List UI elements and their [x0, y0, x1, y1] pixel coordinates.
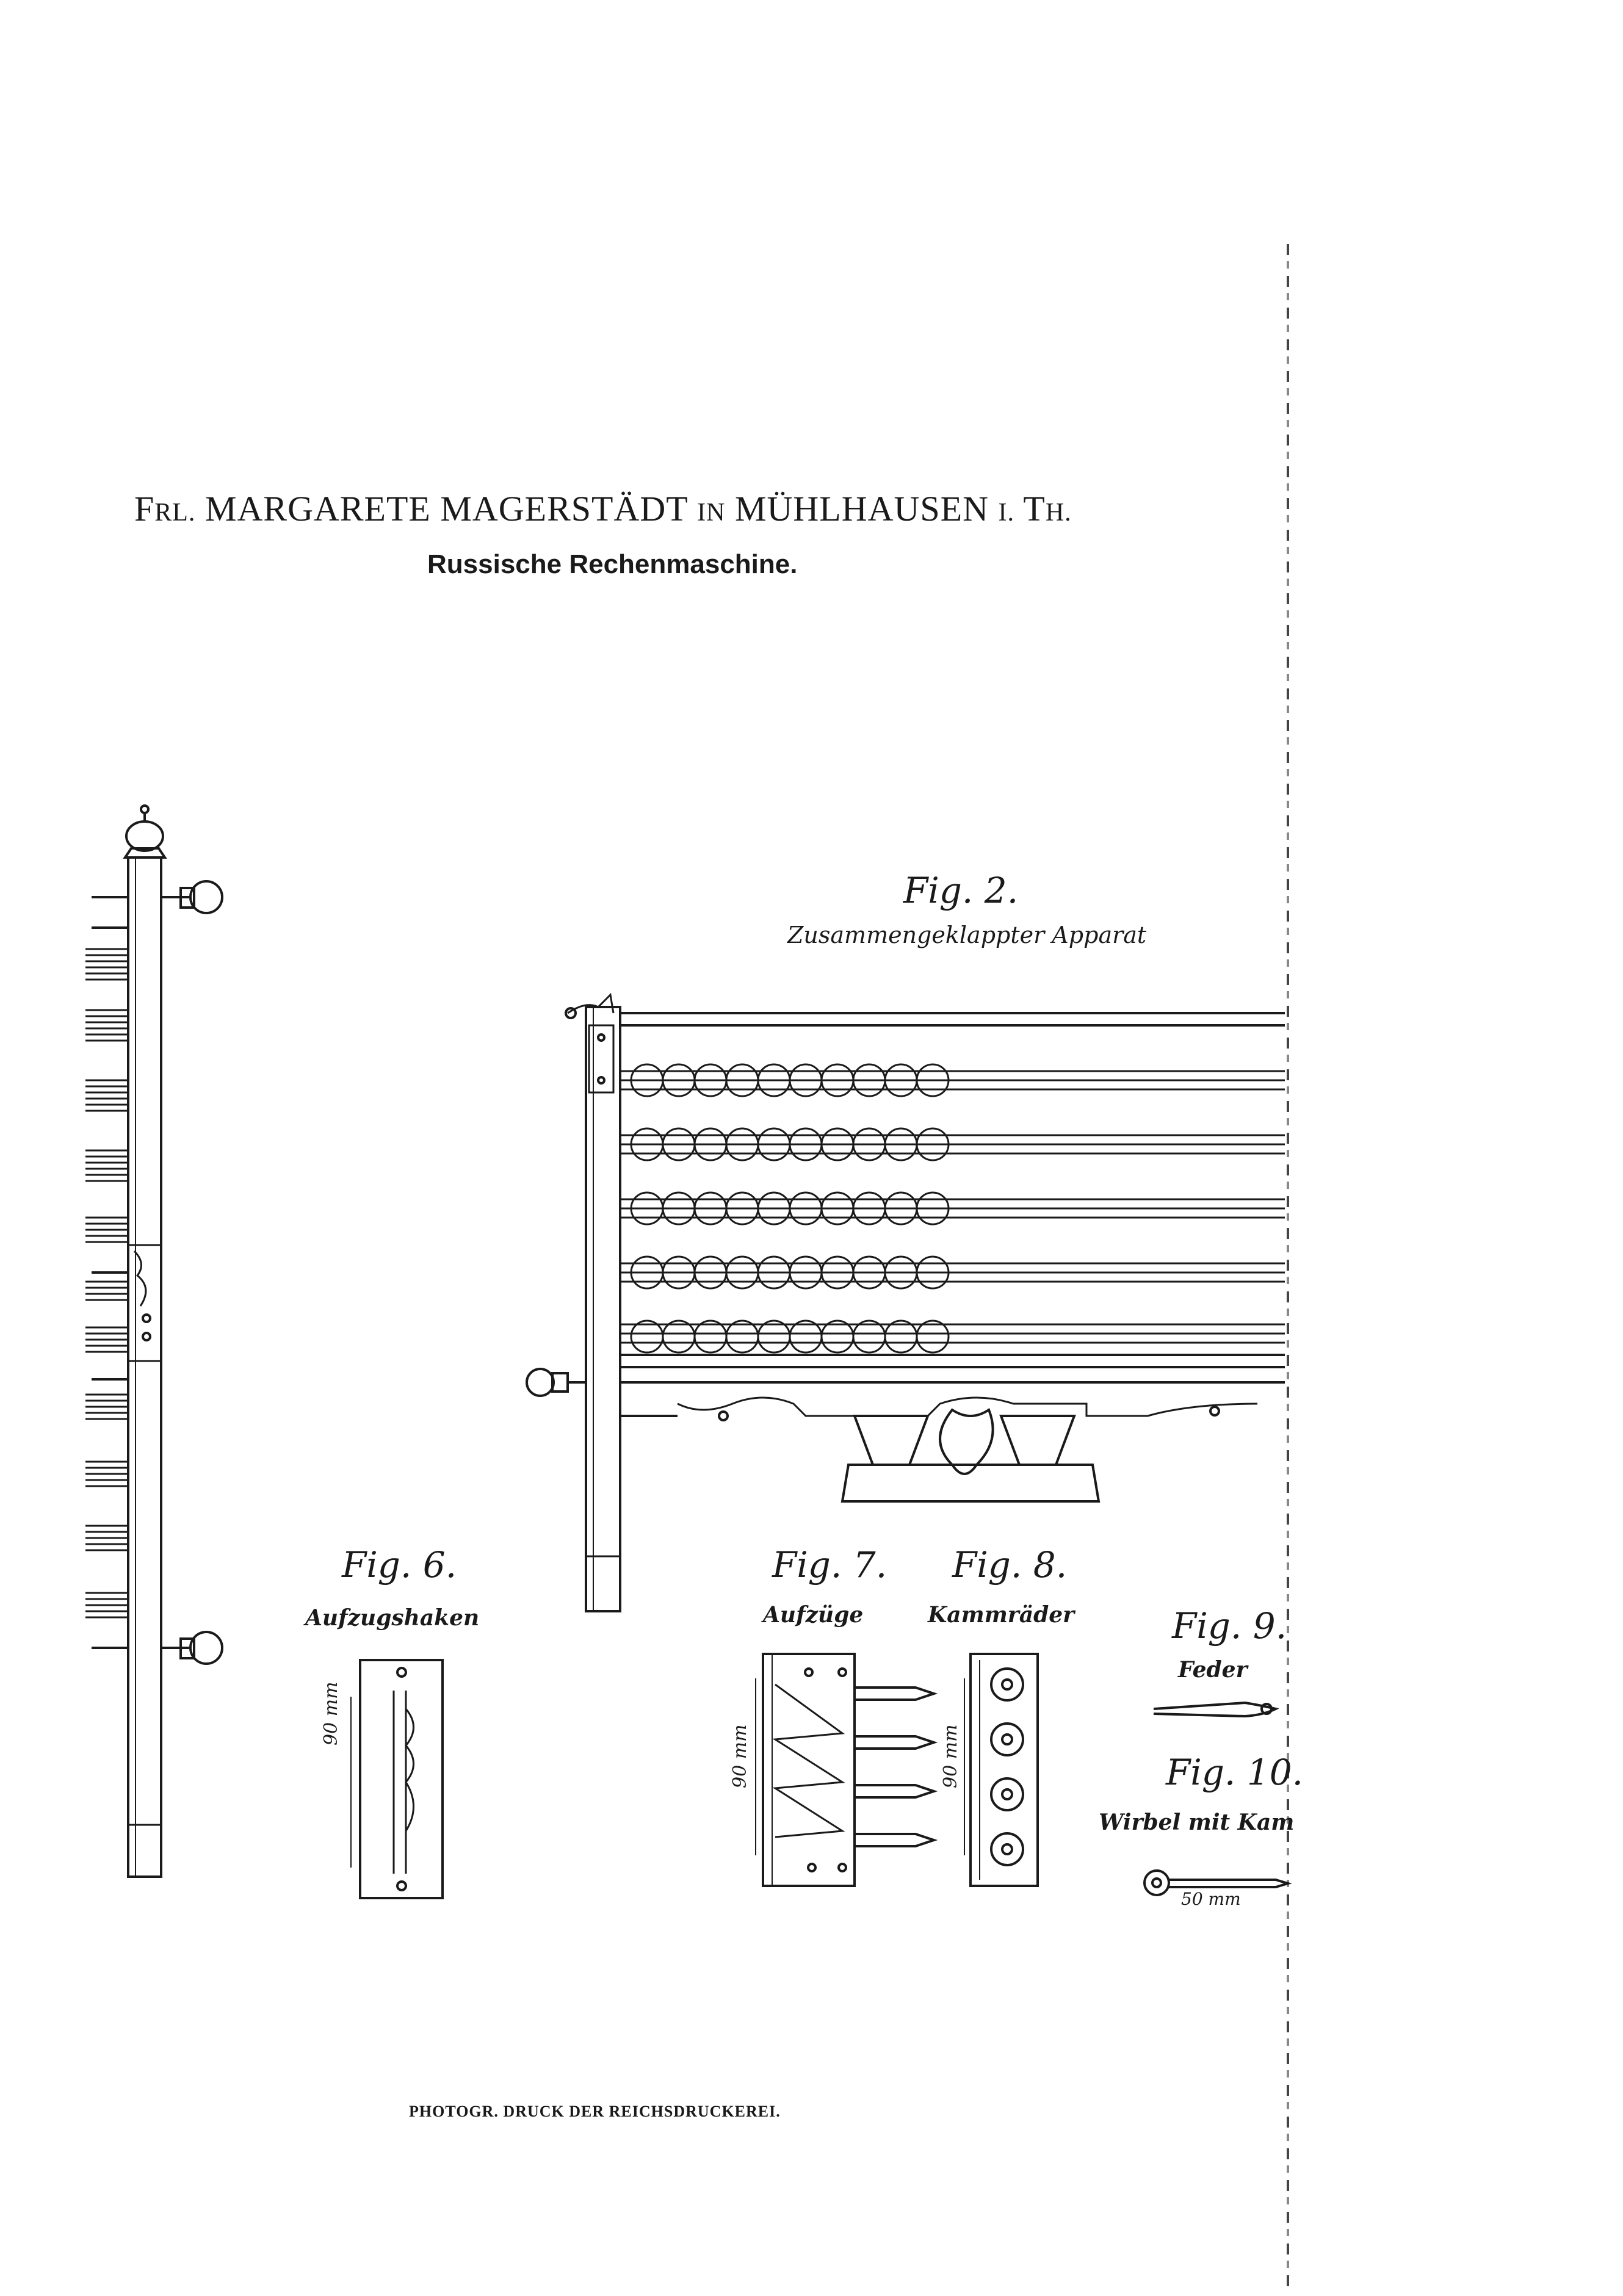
fig7-lifts-drawing	[755, 1653, 938, 1887]
patent-holder-line: FRL. MARGARETE MAGERSTÄDT IN MÜHLHAUSEN …	[134, 489, 1072, 529]
fig9-label: Fig. 9.	[1172, 1605, 1287, 1647]
fig2-caption: Zusammengeklappter Apparat	[787, 922, 1147, 948]
fig2-folded-apparatus	[526, 992, 1285, 1612]
fig6-label: Fig. 6.	[342, 1544, 457, 1586]
fig2-bead-rows	[620, 1063, 1285, 1354]
fig6-hook-drawing	[350, 1659, 444, 1899]
fig8-caption: Kammräder	[928, 1602, 1075, 1628]
fig10-peg-drawing	[1143, 1869, 1292, 1896]
bead-row-5	[620, 1319, 1285, 1354]
bead-row-4	[620, 1255, 1285, 1290]
fig8-dimension: 90 mm	[940, 1724, 961, 1788]
page-edge-line	[1287, 244, 1289, 2289]
fig6-dimension: 90 mm	[320, 1681, 342, 1745]
fig7-label: Fig. 7.	[772, 1544, 887, 1586]
fig10-label: Fig. 10.	[1166, 1752, 1304, 1793]
bead-row-1	[620, 1063, 1285, 1097]
fig7-dimension: 90 mm	[729, 1724, 751, 1788]
fig10-caption: Wirbel mit Kam	[1099, 1810, 1295, 1835]
fig6-caption: Aufzugshaken	[305, 1605, 480, 1631]
fig9-spring-drawing	[1153, 1701, 1279, 1718]
bead-row-3	[620, 1191, 1285, 1226]
bead-row-2	[620, 1127, 1285, 1161]
fig10-dimension: 50 mm	[1181, 1889, 1241, 1909]
patent-title: Russische Rechenmaschine.	[427, 549, 798, 579]
fig8-comb-wheels-drawing	[964, 1653, 1039, 1887]
fig9-caption: Feder	[1178, 1657, 1248, 1683]
fig7-caption: Aufzüge	[763, 1602, 864, 1628]
fig1-side-view	[85, 804, 223, 1878]
printer-footer: PHOTOGR. DRUCK DER REICHSDRUCKEREI.	[409, 2103, 781, 2120]
fig8-label: Fig. 8.	[952, 1544, 1068, 1586]
fig2-label: Fig. 2.	[903, 870, 1019, 911]
